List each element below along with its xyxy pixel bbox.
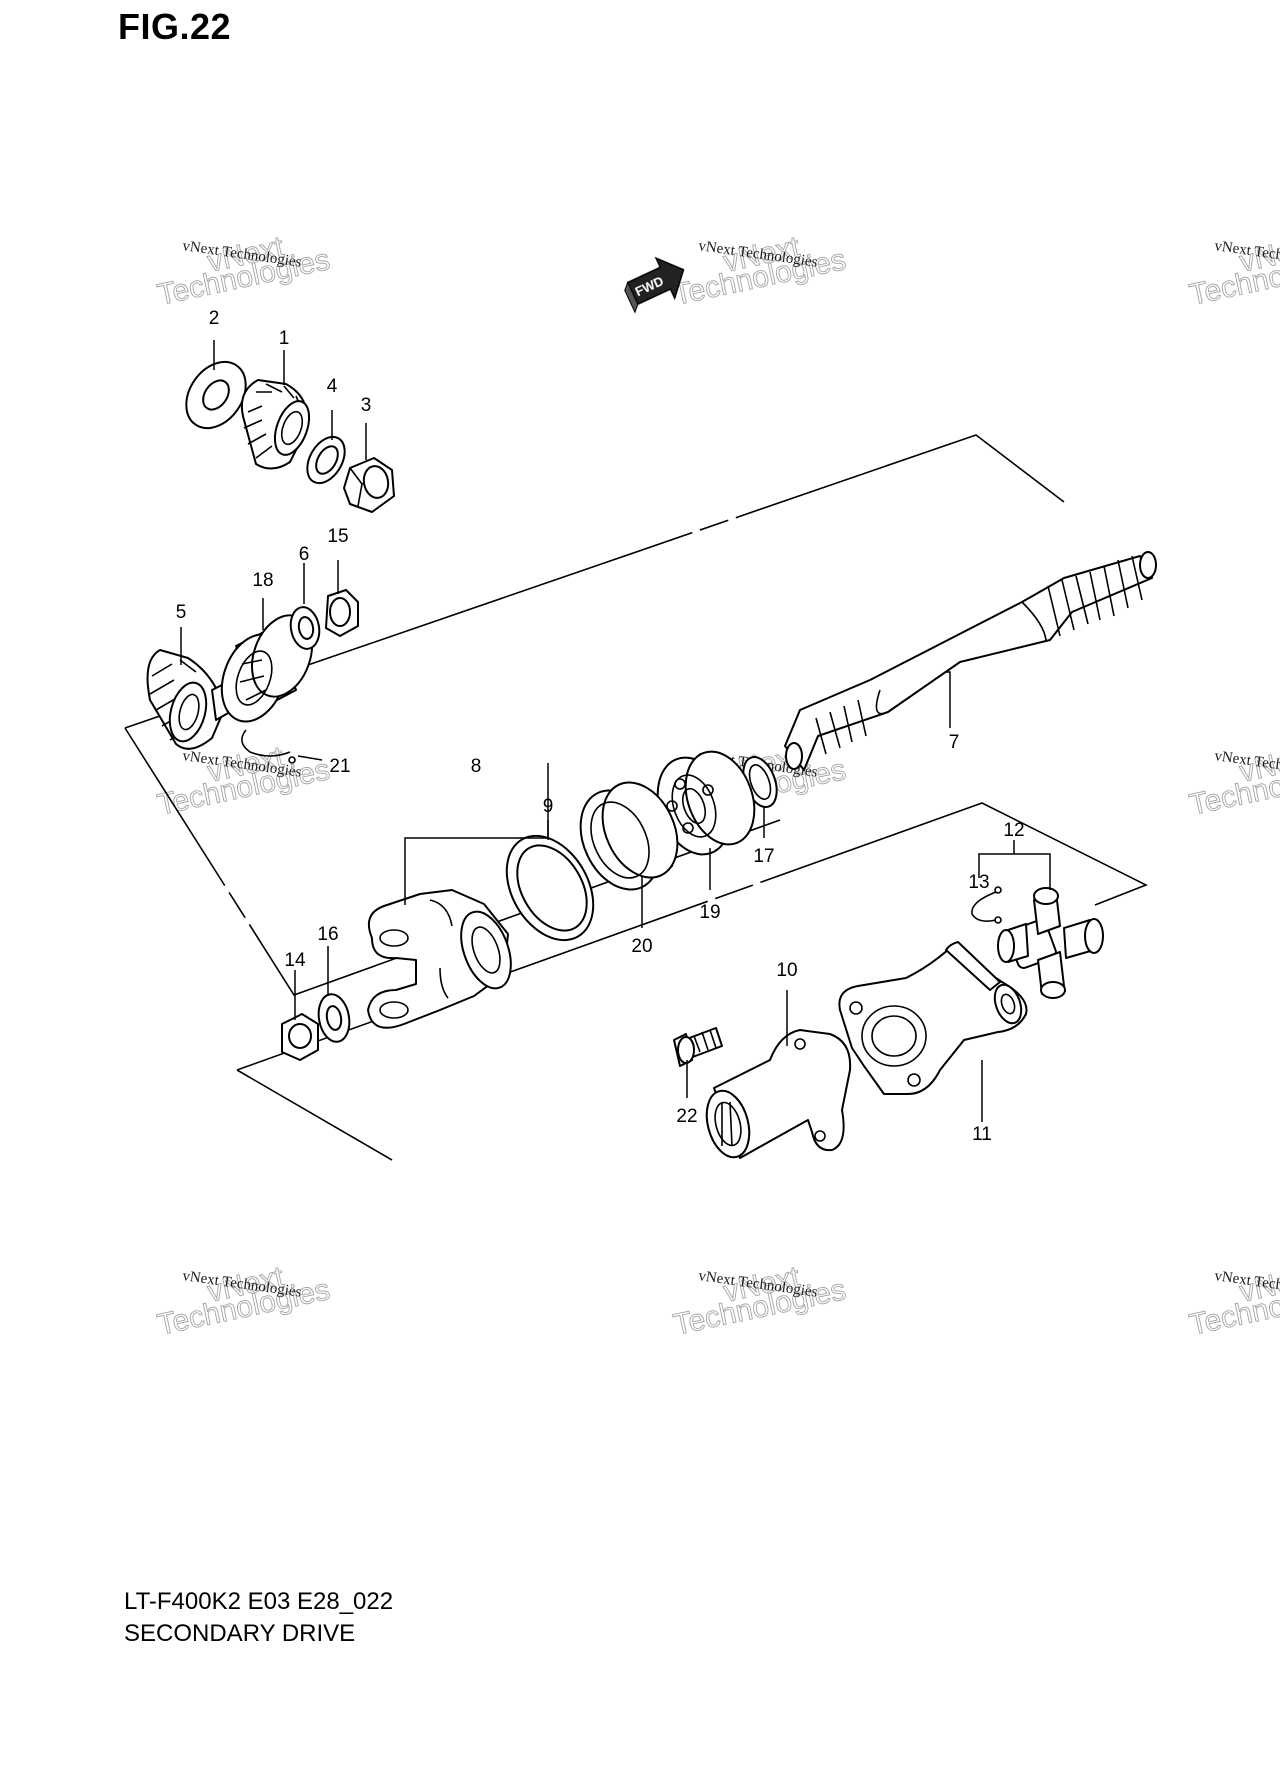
part-14-nut [281, 1013, 319, 1061]
part-7-drive-shaft [784, 551, 1157, 771]
part-3-nut [343, 457, 395, 513]
callout-5: 5 [176, 602, 187, 623]
callout-20: 20 [631, 936, 652, 957]
watermark: Technologies vNext vNext Technologies [670, 1260, 849, 1342]
watermark: Technologies vNext vNext Technologies [670, 230, 849, 312]
part-22-bolt [673, 1027, 723, 1067]
watermark: Technologies vNext vNext Technologies [154, 1260, 333, 1342]
callout-6: 6 [299, 544, 310, 565]
watermark: Technologies vNext vNext Technologies [1186, 230, 1280, 312]
callout-3: 3 [361, 395, 372, 416]
callout-16: 16 [317, 924, 338, 945]
callout-19: 19 [699, 902, 720, 923]
callout-2: 2 [209, 308, 220, 329]
part-15-nut [325, 589, 359, 637]
part-4-washer [306, 435, 346, 485]
part-2-washer [185, 360, 247, 430]
callout-14: 14 [284, 950, 306, 971]
part-20-seal [579, 781, 679, 891]
callout-12: 12 [1003, 820, 1024, 841]
callout-11: 11 [972, 1124, 992, 1145]
part-8-yoke [367, 889, 512, 1029]
callout-17: 17 [753, 846, 774, 867]
callout-1: 1 [279, 328, 290, 349]
callout-18: 18 [252, 570, 273, 591]
watermark: Technologies vNext vNext Technologies [1186, 1260, 1280, 1342]
callout-4: 4 [327, 376, 338, 397]
frame-propeller-shaft [236, 802, 1148, 1161]
callout-8: 8 [471, 756, 482, 777]
assembly-name: SECONDARY DRIVE [124, 1620, 356, 1647]
figure-title: FIG.22 [118, 6, 232, 47]
part-6-washer [289, 606, 321, 650]
part-10-flange-sleeve [705, 1029, 852, 1159]
frame-drive-shaft [124, 434, 1065, 996]
part-12-universal-joint [997, 887, 1104, 999]
callout-labels: 2 1 4 3 15 6 18 5 21 7 8 9 17 19 20 12 1… [176, 308, 1025, 1145]
part-13-circlip [971, 886, 1002, 924]
part-11-flange-yoke [838, 941, 1028, 1095]
callout-10: 10 [776, 960, 797, 981]
callout-13: 13 [968, 872, 989, 893]
part-9-boot-ring [505, 834, 595, 942]
callout-9: 9 [543, 796, 554, 817]
leader-lines [180, 340, 1051, 1122]
part-19-bearing [656, 750, 756, 856]
callout-15: 15 [327, 526, 348, 547]
watermark: Technologies vNext vNext Technologies [154, 740, 333, 822]
watermark: Technologies vNext vNext Technologies [154, 230, 333, 312]
part-5-ring-gear [146, 649, 231, 750]
callout-21: 21 [329, 756, 350, 777]
part-1-bevel-gear [240, 379, 311, 470]
model-code: LT-F400K2 E03 E28_022 [124, 1588, 394, 1615]
watermark: Technologies vNext vNext Technologies [1186, 740, 1280, 822]
callout-22: 22 [676, 1106, 697, 1127]
part-21-clip [241, 729, 296, 764]
callout-7: 7 [949, 732, 960, 753]
part-16-washer [317, 993, 351, 1043]
